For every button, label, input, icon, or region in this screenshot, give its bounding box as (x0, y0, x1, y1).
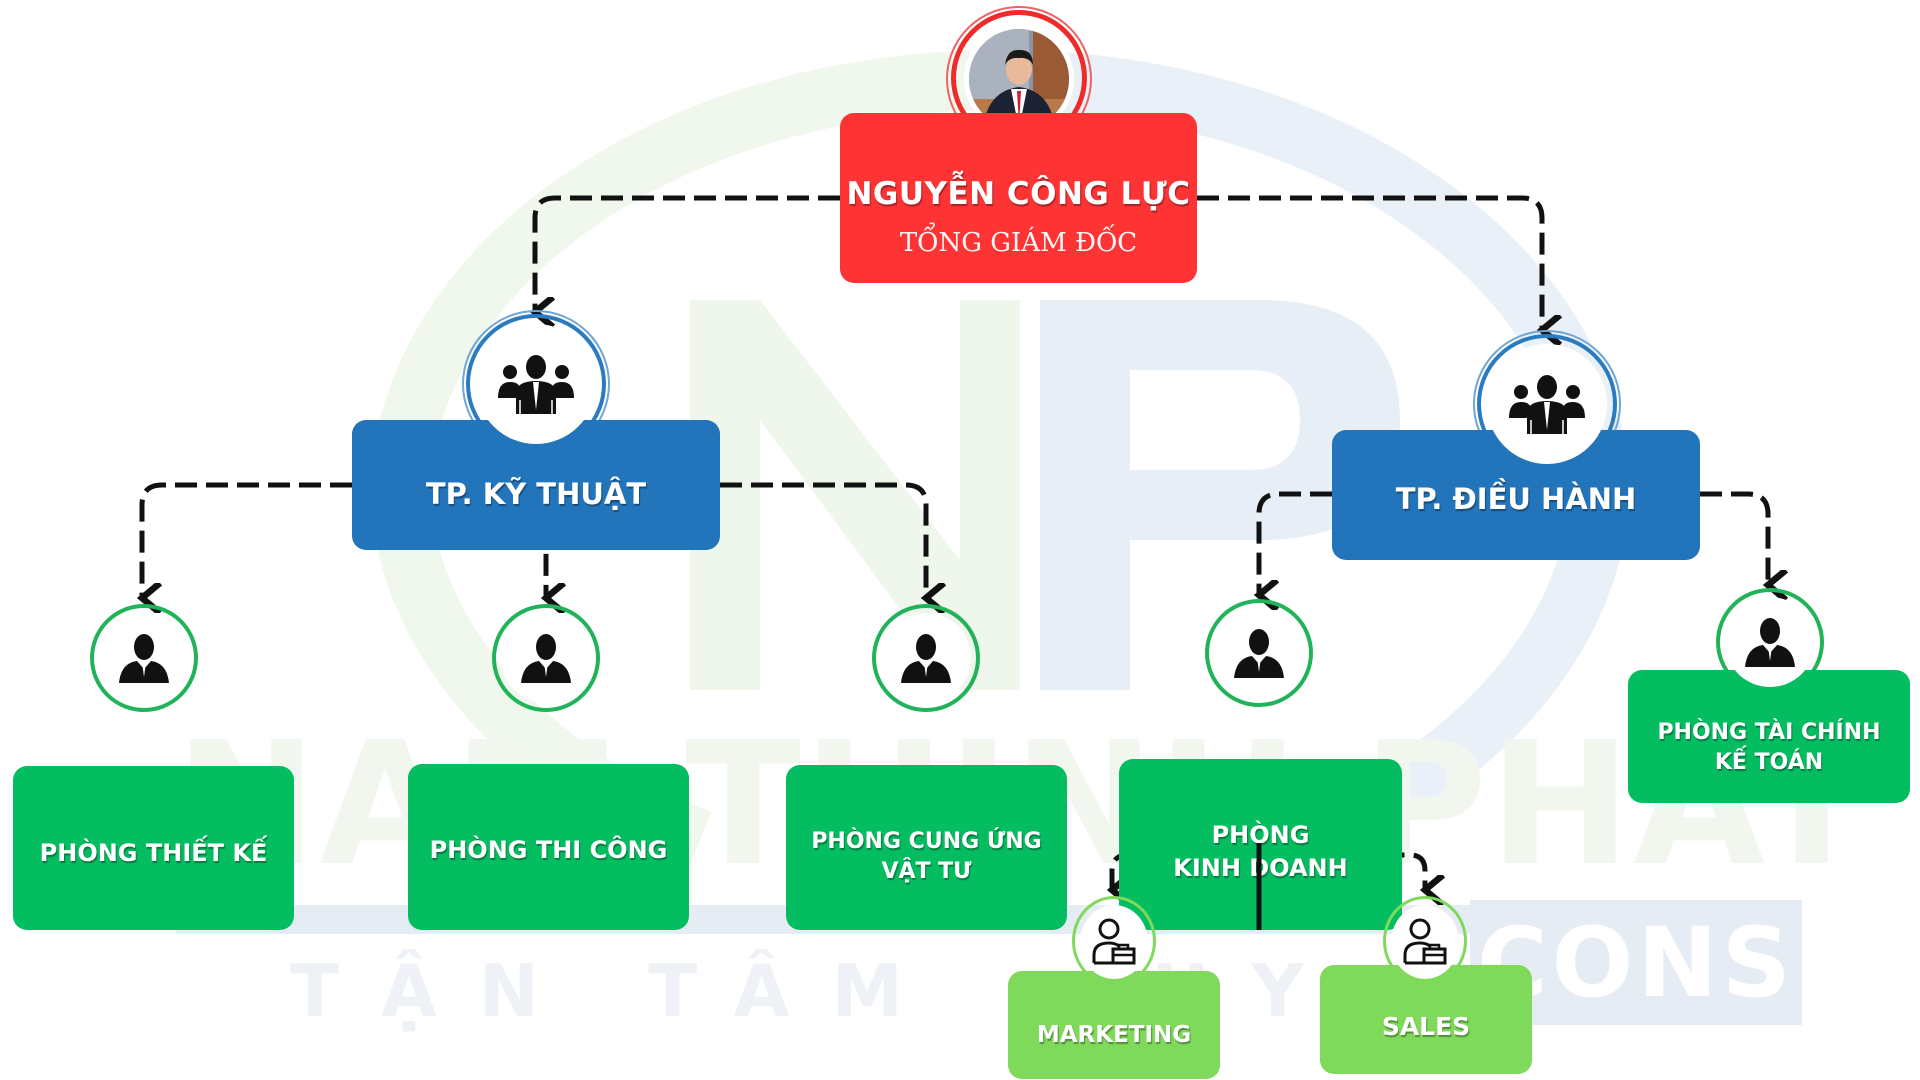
team-card-sales[interactable]: SALES (1320, 965, 1532, 1074)
cung-ung-icon-ring (872, 604, 980, 712)
connector-dieu-hanh-to-kinh-doanh (1259, 491, 1332, 595)
person-icon (1234, 629, 1284, 678)
person-icon (901, 634, 951, 683)
department-label-line-2: VẬT TƯ (881, 858, 972, 884)
connector-ky-thuat-to-thiet-ke (142, 482, 352, 598)
employee-briefcase-icon (1403, 918, 1447, 965)
employee-briefcase-icon (1092, 918, 1136, 965)
department-label-line-2: KẾ TOÁN (1714, 749, 1824, 775)
ceo-name: NGUYỄN CÔNG LỰC (846, 176, 1191, 213)
thi-cong-icon-circle (501, 613, 591, 703)
department-label-line-1: PHÒNG CUNG ỨNG (811, 828, 1042, 854)
person-icon (1745, 618, 1795, 667)
manager-label: TP. KỸ THUẬT (425, 477, 647, 512)
connector-ky-thuat-to-cung-ung (720, 482, 926, 598)
department-label: PHÒNG THIẾT KẾ (39, 838, 268, 867)
connector-ceo-to-ky-thuat (535, 195, 840, 312)
department-card-cung-ung[interactable]: PHÒNG CUNG ỨNG VẬT TƯ (786, 765, 1067, 930)
dieu-hanh-icon-circle (1487, 344, 1607, 464)
department-card-thiet-ke[interactable]: PHÒNG THIẾT KẾ (13, 766, 294, 930)
person-icon (119, 634, 169, 683)
kinh-doanh-icon-ring (1205, 599, 1313, 707)
manager-label: TP. ĐIỀU HÀNH (1395, 482, 1637, 517)
thi-cong-icon-ring (492, 604, 600, 712)
cung-ung-icon-circle (881, 613, 971, 703)
team-icon (1509, 375, 1585, 434)
department-label-line-1: PHÒNG TÀI CHÍNH (1657, 719, 1881, 745)
thiet-ke-icon-circle (99, 613, 189, 703)
connector-dieu-hanh-to-tai-chinh (1700, 491, 1768, 585)
team-card-marketing[interactable]: MARKETING (1008, 971, 1220, 1079)
department-card-thi-cong[interactable]: PHÒNG THI CÔNG (408, 764, 689, 930)
kinh-doanh-icon-circle (1214, 608, 1304, 698)
sales-icon-circle (1391, 905, 1459, 979)
connector-ceo-to-dieu-hanh (1197, 195, 1542, 330)
team-label: SALES (1381, 1011, 1471, 1041)
department-card-tai-chinh[interactable]: PHÒNG TÀI CHÍNH KẾ TOÁN (1628, 670, 1910, 803)
department-label: PHÒNG THI CÔNG (429, 835, 668, 864)
ky-thuat-icon-circle (476, 324, 596, 444)
tai-chinh-icon-circle (1725, 597, 1815, 687)
person-icon (521, 634, 571, 683)
thiet-ke-icon-ring (90, 604, 198, 712)
team-label: MARKETING (1036, 1022, 1192, 1049)
marketing-icon-circle (1080, 905, 1148, 979)
ceo-card[interactable]: NGUYỄN CÔNG LỰC TỔNG GIÁM ĐỐC (840, 113, 1197, 283)
ceo-title: TỔNG GIÁM ĐỐC (899, 227, 1138, 258)
team-icon (498, 355, 574, 414)
